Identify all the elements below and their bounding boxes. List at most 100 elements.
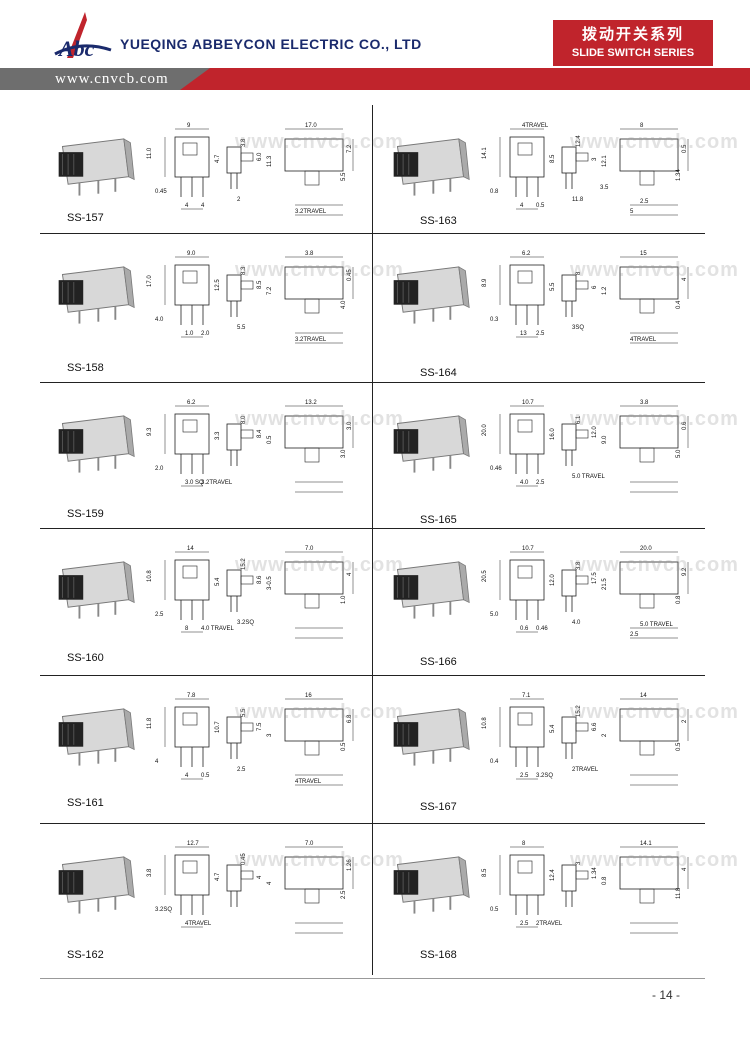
dimension-label: 3.2TRAVEL xyxy=(201,480,233,486)
dimension-label: 12.5 xyxy=(215,279,221,291)
dimension-label: 3.8 xyxy=(241,138,247,147)
dimension-label: 7.2 xyxy=(267,286,273,295)
dimension-label: 16.0 xyxy=(550,428,556,440)
dimension-label: 0.5 xyxy=(341,742,347,751)
watermark: www.cnvcb.com xyxy=(570,408,739,430)
model-label: SS-157 xyxy=(67,212,104,224)
dimension-label: 3.2SQ xyxy=(237,620,254,626)
watermark: www.cnvcb.com xyxy=(570,131,739,153)
dimension-label: 0.8 xyxy=(602,876,608,885)
dimension-label: 7.5 xyxy=(257,722,263,731)
dimension-label: 3.8 xyxy=(147,868,153,877)
product-photo xyxy=(58,561,135,619)
watermark: www.cnvcb.com xyxy=(570,701,739,723)
dimension-label: 4TRAVEL xyxy=(185,921,212,927)
dimension-label: 3.5 xyxy=(600,185,609,191)
series-title-en: SLIDE SWITCH SERIES xyxy=(571,47,695,59)
dimension-label: 4.0 xyxy=(155,317,164,323)
dimension-label: 4.7 xyxy=(215,154,221,163)
dimension-label: 4 xyxy=(267,881,273,885)
dimension-label: 6.1 xyxy=(576,415,582,424)
dimension-label: 5.5 xyxy=(241,708,247,717)
dimension-label: 4 xyxy=(257,875,263,879)
dimension-label: 4 xyxy=(201,203,205,209)
dimension-label: 3.8 xyxy=(640,400,649,406)
dimension-label: 3.0 SQ xyxy=(185,480,204,486)
watermark: www.cnvcb.com xyxy=(235,849,404,871)
product-photo xyxy=(58,138,135,196)
dimension-label: 0.5 xyxy=(682,144,688,153)
model-label: SS-159 xyxy=(67,508,104,520)
dimension-label: 0.46 xyxy=(490,466,502,472)
product-photo xyxy=(393,266,470,324)
grid-line xyxy=(40,233,705,234)
footer-divider xyxy=(40,978,705,979)
dimension-label: 4 xyxy=(520,203,524,209)
dimension-label: 2.5 xyxy=(237,767,246,773)
model-label: SS-163 xyxy=(420,215,457,227)
grid-line xyxy=(372,105,373,975)
dimension-label: 2.5 xyxy=(155,612,164,618)
dimension-label: 2 xyxy=(602,733,608,737)
dimension-label: 0.5 xyxy=(490,907,499,913)
dimension-label: 15.2 xyxy=(576,705,582,717)
product-photo xyxy=(393,561,470,619)
watermark: www.cnvcb.com xyxy=(570,259,739,281)
dimension-label: 1.0 xyxy=(185,331,194,337)
dimension-label: 5.0 TRAVEL xyxy=(640,622,673,628)
product-photo xyxy=(393,138,470,196)
dimension-label: 3 xyxy=(576,861,582,865)
dimension-label: 17.0 xyxy=(147,275,153,287)
dimension-label: 10.7 xyxy=(215,721,221,733)
dimension-label: 0.6 xyxy=(520,626,529,632)
product-photo xyxy=(393,856,470,914)
dimension-label: 0.45 xyxy=(241,853,247,865)
series-title-cn: 拨动开关系列 xyxy=(581,25,684,43)
dimension-label: 12.4 xyxy=(550,869,556,881)
dimension-label: 17.5 xyxy=(592,572,598,584)
dimension-label: 8.0 xyxy=(241,415,247,424)
dimension-label: 0.5 xyxy=(676,742,682,751)
model-label: SS-158 xyxy=(67,362,104,374)
dimension-label: 0.4 xyxy=(676,300,682,309)
dimension-label: 7.0 xyxy=(305,546,314,552)
watermark: www.cnvcb.com xyxy=(570,554,739,576)
dimension-label: 4.0 TRAVEL xyxy=(201,626,234,632)
dimension-label: 0.8 xyxy=(676,595,682,604)
dimension-label: 2.0 xyxy=(201,331,210,337)
dimension-label: 0.45 xyxy=(155,189,167,195)
watermark: www.cnvcb.com xyxy=(235,131,404,153)
dimension-label: 11.8 xyxy=(147,717,153,729)
dimension-label: 3.3 xyxy=(215,431,221,440)
dimension-label: 8.4 xyxy=(257,429,263,438)
dimension-label: 8.3 xyxy=(241,266,247,275)
product-photo xyxy=(58,708,135,766)
product-photo xyxy=(393,415,470,473)
dimension-label: 9 xyxy=(187,123,191,129)
dimension-label: 0.45 xyxy=(347,269,353,281)
dimension-label: 1.34 xyxy=(592,867,598,879)
dimension-label: 3SQ xyxy=(572,325,584,331)
dimension-label: 5.4 xyxy=(550,724,556,733)
dimension-label: 21.5 xyxy=(602,578,608,590)
dimension-label: 0.6 xyxy=(682,421,688,430)
watermark: www.cnvcb.com xyxy=(570,849,739,871)
dimension-label: 4.0 xyxy=(572,620,581,626)
dimension-label: 8 xyxy=(185,626,189,632)
dimension-label: 6.8 xyxy=(347,714,353,723)
dimension-label: 10.7 xyxy=(522,400,534,406)
dimension-label: 3.2SQ xyxy=(155,907,172,913)
dimension-label: 8 xyxy=(522,841,526,847)
